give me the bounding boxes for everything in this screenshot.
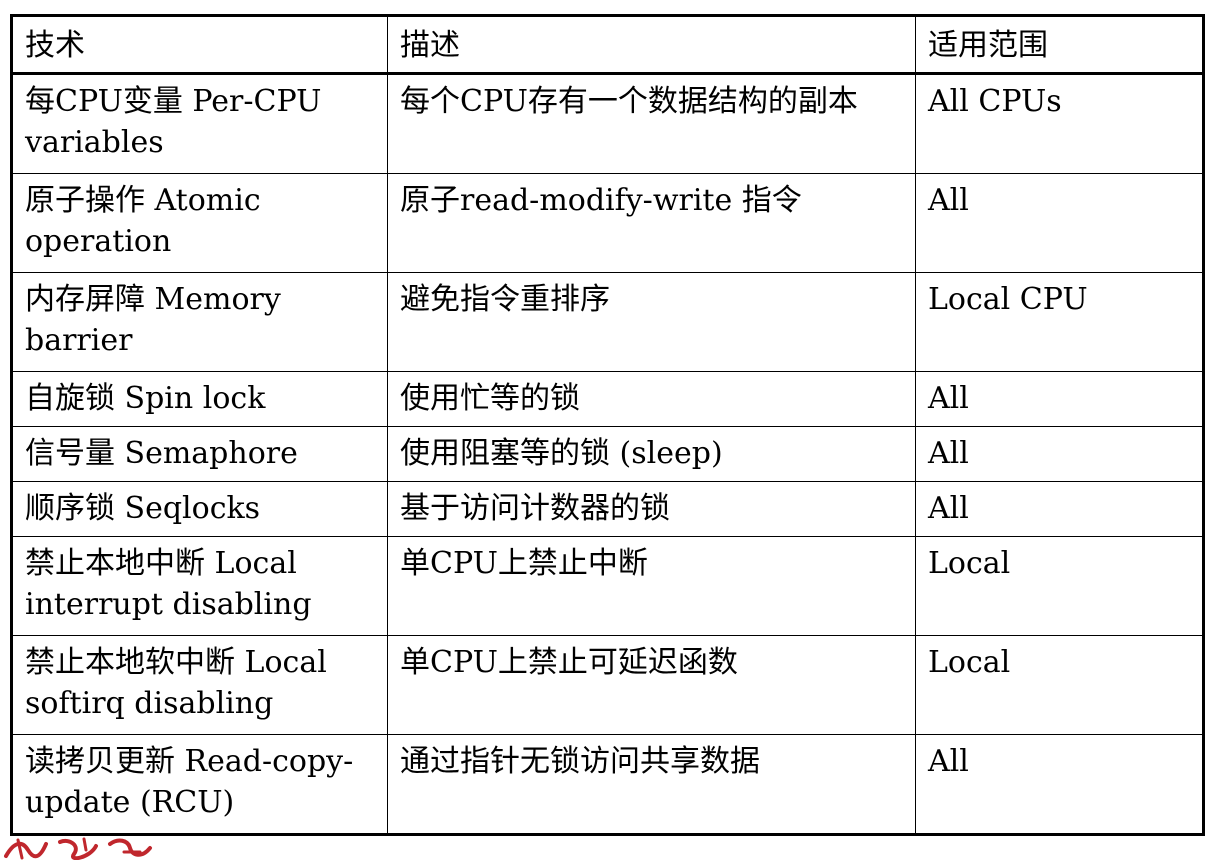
technique-cell: 原子操作 Atomic operation — [11, 173, 388, 273]
description-cell: 每个CPU存有一个数据结构的副本 — [387, 73, 916, 174]
technique-cell: 禁止本地中断 Local interrupt disabling — [11, 536, 388, 636]
description-cell: 原子read-modify-write 指令 — [387, 173, 916, 273]
description-cell: 避免指令重排序 — [387, 272, 916, 372]
description-cell: 通过指针无锁访问共享数据 — [387, 734, 916, 835]
scope-cell: Local — [915, 536, 1204, 636]
table-header-row: 技术 描述 适用范围 — [11, 15, 1204, 75]
scope-cell: All — [915, 426, 1204, 482]
table-row: 每CPU变量 Per-CPU variables 每个CPU存有一个数据结构的副… — [11, 73, 1204, 174]
technique-cell[interactable]: 读拷贝更新 Read-copy-update (RCU) — [11, 734, 388, 835]
table-row: 信号量 Semaphore 使用阻塞等的锁 (sleep) All — [11, 426, 1204, 482]
header-technique: 技术 — [11, 15, 388, 75]
table-row: 禁止本地中断 Local interrupt disabling 单CPU上禁止… — [11, 536, 1204, 636]
technique-cell: 信号量 Semaphore — [11, 426, 388, 482]
description-cell: 基于访问计数器的锁 — [387, 481, 916, 537]
scope-cell: All — [915, 734, 1204, 835]
table-row: 顺序锁 Seqlocks 基于访问计数器的锁 All — [11, 481, 1204, 537]
technique-cell: 内存屏障 Memory barrier — [11, 272, 388, 372]
red-calligraphy-seal-icon — [4, 837, 152, 860]
description-cell: 使用忙等的锁 — [387, 371, 916, 427]
scope-cell: All CPUs — [915, 73, 1204, 174]
scope-cell: Local — [915, 635, 1204, 735]
scope-cell: All — [915, 173, 1204, 273]
technique-cell: 自旋锁 Spin lock — [11, 371, 388, 427]
header-scope: 适用范围 — [915, 15, 1204, 75]
table-row: 内存屏障 Memory barrier 避免指令重排序 Local CPU — [11, 272, 1204, 372]
header-description: 描述 — [387, 15, 916, 75]
description-cell: 单CPU上禁止可延迟函数 — [387, 635, 916, 735]
scope-cell: All — [915, 481, 1204, 537]
technique-cell[interactable]: 每CPU变量 Per-CPU variables — [11, 73, 388, 174]
scope-cell: All — [915, 371, 1204, 427]
technique-cell[interactable]: 顺序锁 Seqlocks — [11, 481, 388, 537]
description-cell: 单CPU上禁止中断 — [387, 536, 916, 636]
table-row: 读拷贝更新 Read-copy-update (RCU) 通过指针无锁访问共享数… — [11, 734, 1204, 835]
table-row: 自旋锁 Spin lock 使用忙等的锁 All — [11, 371, 1204, 427]
sync-techniques-table: 技术 描述 适用范围 每CPU变量 Per-CPU variables 每个CP… — [10, 14, 1205, 836]
description-cell: 使用阻塞等的锁 (sleep) — [387, 426, 916, 482]
table-row: 原子操作 Atomic operation 原子read-modify-writ… — [11, 173, 1204, 273]
table-row: 禁止本地软中断 Local softirq disabling 单CPU上禁止可… — [11, 635, 1204, 735]
technique-cell: 禁止本地软中断 Local softirq disabling — [11, 635, 388, 735]
scope-cell: Local CPU — [915, 272, 1204, 372]
